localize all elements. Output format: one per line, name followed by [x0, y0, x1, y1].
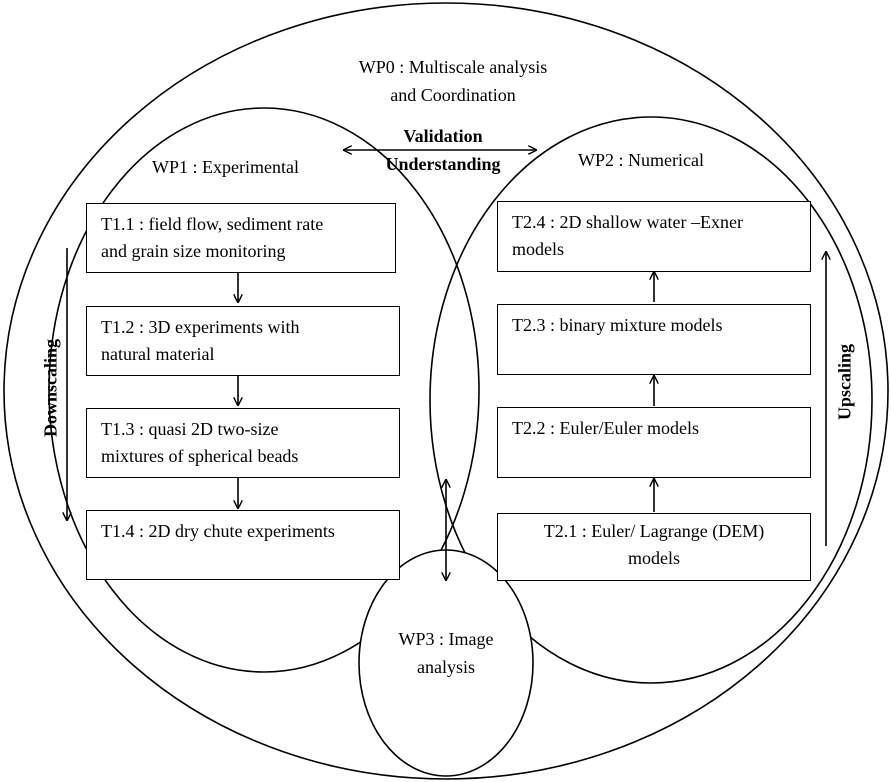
wp0-label-line1: WP0 : Multiscale analysis	[358, 57, 548, 77]
understanding-label: Understanding	[385, 154, 501, 174]
wp1-circle	[48, 107, 480, 673]
task-t2-3-line1: T2.3 : binary mixture models	[512, 315, 723, 335]
task-t2-2: T2.2 : Euler/Euler models	[497, 407, 811, 478]
task-t2-1-line2: models	[628, 548, 680, 568]
task-t1-4-line1: T1.4 : 2D dry chute experiments	[101, 521, 335, 541]
wp3-label-line2: analysis	[417, 657, 475, 677]
task-t1-2-line1: T1.2 : 3D experiments with	[101, 317, 300, 337]
wp3-label-line1: WP3 : Image	[398, 629, 494, 649]
task-t1-4: T1.4 : 2D dry chute experiments	[86, 510, 400, 580]
task-t2-4-line2: models	[512, 239, 564, 259]
wp0-circle	[3, 2, 889, 780]
wp2-title: WP2 : Numerical	[578, 150, 704, 170]
task-t1-3-line2: mixtures of spherical beads	[101, 446, 299, 466]
task-t1-2: T1.2 : 3D experiments with natural mater…	[86, 306, 400, 376]
task-t1-1-line2: and grain size monitoring	[101, 241, 286, 261]
wp3-label: WP3 : Image analysis	[366, 625, 526, 681]
upscaling-label: Upscaling	[834, 343, 855, 421]
task-t1-3: T1.3 : quasi 2D two-size mixtures of sph…	[86, 408, 400, 478]
task-t1-3-line1: T1.3 : quasi 2D two-size	[101, 419, 279, 439]
task-t2-2-line1: T2.2 : Euler/Euler models	[512, 418, 699, 438]
downscaling-label: Downscaling	[40, 338, 61, 438]
task-t2-4: T2.4 : 2D shallow water –Exner models	[497, 201, 811, 272]
task-t1-1-line1: T1.1 : field flow, sediment rate	[101, 214, 324, 234]
validation-label: Validation	[403, 126, 483, 146]
task-t2-3: T2.3 : binary mixture models	[497, 304, 811, 375]
task-t2-1: T2.1 : Euler/ Lagrange (DEM) models	[497, 513, 811, 581]
wp0-label: WP0 : Multiscale analysis and Coordinati…	[300, 53, 606, 109]
task-t1-2-line2: natural material	[101, 344, 215, 364]
task-t2-1-line1: T2.1 : Euler/ Lagrange (DEM)	[543, 521, 765, 541]
wp1-title: WP1 : Experimental	[152, 157, 299, 177]
task-t1-1: T1.1 : field flow, sediment rate and gra…	[86, 203, 396, 273]
task-t2-4-line1: T2.4 : 2D shallow water –Exner	[512, 212, 743, 232]
wp0-label-line2: and Coordination	[390, 85, 516, 105]
wp2-circle	[429, 116, 873, 684]
